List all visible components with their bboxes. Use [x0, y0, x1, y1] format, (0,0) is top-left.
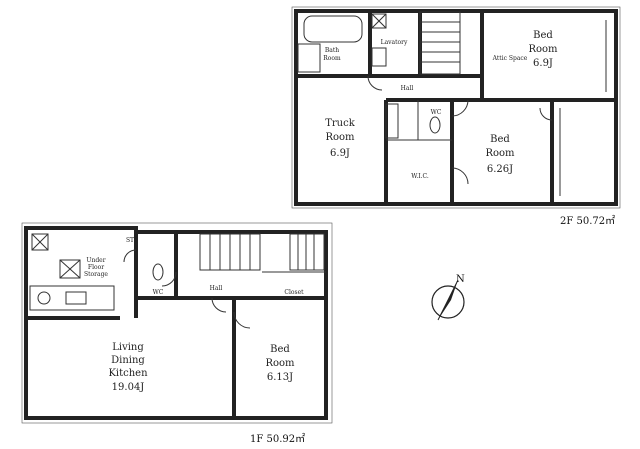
- bed-room-1f-size: 6.13J: [267, 372, 293, 383]
- ldk-name-2: Dining: [111, 355, 145, 366]
- second-hall-label: Hall: [401, 85, 414, 92]
- kitchen-counter: [29, 285, 115, 311]
- under-floor-label-2: Floor: [88, 264, 104, 271]
- under-floor-storage-icon: [59, 259, 81, 279]
- first-floor-plan: ST Under Floor Storage WC Hall Closet Li…: [21, 222, 333, 445]
- ldk-name-3: Kitchen: [108, 368, 148, 379]
- bed-room-2f-a-name2: Room: [528, 44, 558, 55]
- compass-icon: N: [431, 274, 465, 321]
- under-floor-label: Under: [86, 257, 105, 264]
- ldk-name-1: Living: [112, 342, 144, 353]
- attic-space-label: Attic Space: [492, 55, 528, 62]
- bed-room-2f-b-name: Bed: [490, 134, 510, 145]
- second-floor-stairs: [419, 11, 461, 75]
- truck-room-size: 6.9J: [330, 148, 350, 159]
- kitchen-sink-icon: [65, 291, 87, 305]
- bed-room-1f-name2: Room: [265, 358, 295, 369]
- second-floor-outline: [294, 9, 618, 206]
- ldk-size: 19.04J: [112, 382, 145, 393]
- washer-icon: [371, 13, 387, 29]
- truck-room-name2: Room: [325, 132, 355, 143]
- bed-room-2f-b-size: 6.26J: [487, 164, 513, 175]
- wic-label: W.I.C.: [411, 173, 429, 180]
- bath-room-label-2: Room: [323, 55, 341, 62]
- compass-north-label: N: [456, 274, 465, 285]
- sink-icon: [371, 47, 387, 67]
- second-wc-label: WC: [431, 109, 442, 116]
- first-floor-hatch: [21, 222, 333, 424]
- closet-rack-icon: [385, 103, 399, 139]
- bed-room-2f-a-name: Bed: [533, 30, 553, 41]
- toilet-icon: [429, 116, 441, 134]
- bath-room-label: Bath: [325, 47, 339, 54]
- stove-icon: [37, 291, 51, 305]
- lavatory-label: Lavatory: [381, 39, 408, 46]
- bed-room-2f-a-size: 6.9J: [533, 58, 553, 69]
- fridge-icon: [31, 233, 49, 251]
- bed-room-2f-b-name2: Room: [485, 148, 515, 159]
- first-floor-area: 1F 50.92㎡: [250, 433, 305, 445]
- first-wc-label: WC: [153, 289, 164, 296]
- second-floor-area: 2F 50.72㎡: [560, 215, 615, 227]
- bathtub-icon: [303, 15, 363, 43]
- bath-fixture-icon: [297, 43, 321, 73]
- second-floor-plan: Bath Room Lavatory Hall WC W.I.C. Attic …: [291, 6, 621, 227]
- first-floor-stairs: [199, 233, 325, 271]
- st-label: ST: [126, 237, 134, 244]
- first-hall-label: Hall: [210, 285, 223, 292]
- second-floor-hatch: [291, 6, 621, 209]
- closet-label: Closet: [284, 289, 304, 296]
- toilet-icon-1f: [152, 263, 164, 281]
- truck-room-name: Truck: [325, 118, 355, 129]
- under-floor-label-3: Storage: [84, 271, 108, 278]
- first-floor-outline: [24, 226, 328, 420]
- bed-room-1f-name: Bed: [270, 344, 290, 355]
